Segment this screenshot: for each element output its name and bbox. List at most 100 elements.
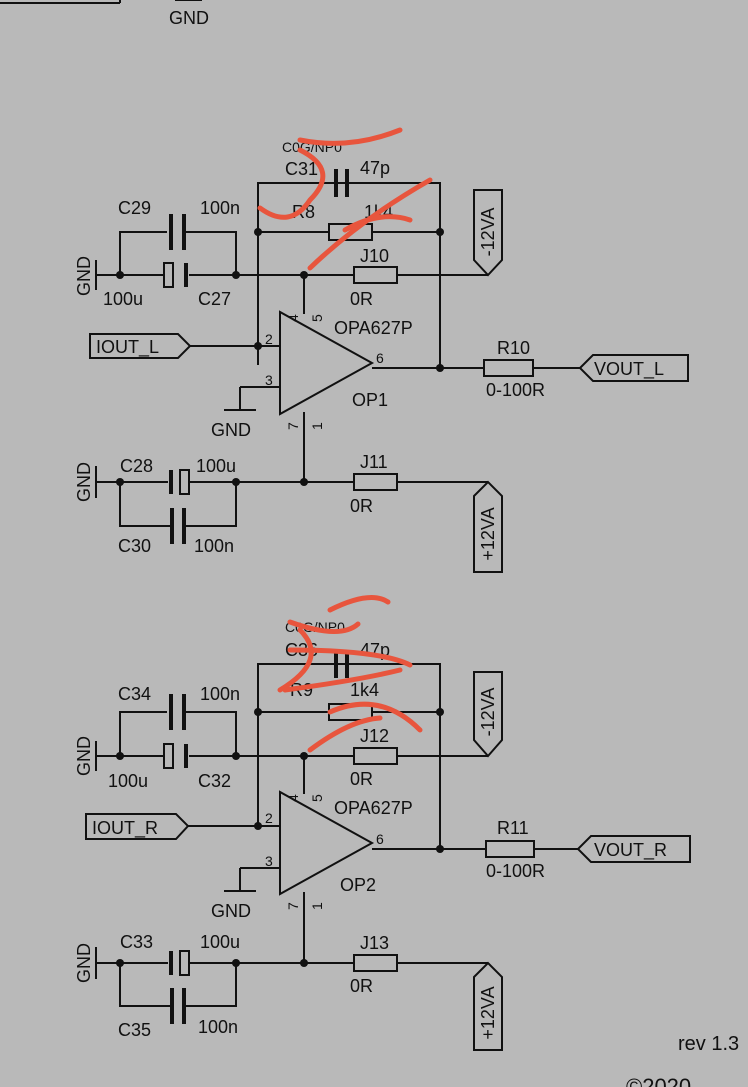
right-j-neg: J12 [360,726,389,746]
right-c-b: C32 [198,771,231,791]
right-c35-wire [119,963,237,1007]
right-c34-wire [119,711,237,756]
right-op-part: OPA627P [334,798,413,818]
right-c-d-val: 100n [198,1017,238,1037]
right-pos-rail-flag [473,961,503,1051]
right-j12 [353,747,398,765]
right-c-c-val: 100u [200,932,240,952]
left-r10 [483,359,534,377]
right-pos-rail: +12VA [478,986,498,1039]
left-c-a: C29 [118,198,151,218]
top-gnd-label: GND [169,8,209,28]
copyright-label: ©2020 [626,1074,691,1087]
left-r-out: R10 [497,338,530,358]
left-pin2: 2 [265,331,273,347]
right-in-gnd [224,867,280,892]
left-j-neg-val: 0R [350,289,373,309]
right-c-a-val: 100n [200,684,240,704]
left-pos-rail: +12VA [478,507,498,560]
left-c29-wire [119,231,237,275]
top-fragment: GND [0,0,209,28]
left-labels: C0G/NP0 C31 47p R8 1k4 C29 100n 100u C27… [74,139,664,561]
right-r-fb-val: 1k4 [350,680,379,700]
left-c-fb-val: 47p [360,158,390,178]
right-pin2: 2 [265,810,273,826]
right-c33 [179,950,190,976]
left-j-neg: J10 [360,246,389,266]
right-pin5: 5 [309,794,325,802]
right-c-d: C35 [118,1020,151,1040]
left-opamp [279,310,375,416]
left-input-port [89,333,192,359]
left-gnd-dec-2: GND [74,462,94,502]
right-output-port [576,835,691,863]
left-input: IOUT_L [96,337,159,358]
left-c30-wire [119,482,237,527]
left-c-c-val: 100u [196,456,236,476]
left-c27 [163,262,174,288]
left-op-part: OPA627P [334,318,413,338]
left-c-d: C30 [118,536,151,556]
right-c32 [163,743,174,769]
right-r11 [485,840,535,858]
left-c-fb: C31 [285,159,318,179]
left-j11 [353,473,398,491]
left-pin5: 5 [309,314,325,322]
right-r-out-val: 0-100R [486,861,545,881]
right-pin4: 4 [285,794,301,802]
right-j-pos-val: 0R [350,976,373,996]
right-op-ref: OP2 [340,875,376,895]
right-output: VOUT_R [594,840,667,861]
right-strike-marks [277,595,423,753]
right-pin3: 3 [265,853,273,869]
right-j13 [353,954,398,972]
right-input-port [85,813,190,840]
left-neg-rail: -12VA [478,208,498,257]
left-j-pos-val: 0R [350,496,373,516]
left-op-ref: OP1 [352,390,388,410]
left-c-b: C27 [198,289,231,309]
left-output-port [578,354,689,382]
right-input: IOUT_R [92,818,158,839]
left-pos-rail-flag [473,480,503,573]
left-gnd-dec: GND [74,256,94,296]
right-gnd-in: GND [211,901,251,921]
left-channel [89,169,689,573]
left-r8 [328,223,373,241]
right-neg-rail-flag [473,671,503,758]
left-j10 [353,266,398,284]
left-output: VOUT_L [594,359,664,380]
left-pin3: 3 [265,372,273,388]
right-opamp [279,790,375,896]
right-neg-rail: -12VA [478,688,498,737]
left-neg-rail-flag [473,189,503,277]
right-c-b-val: 100u [108,771,148,791]
right-pin6: 6 [376,831,384,847]
left-r-out-val: 0-100R [486,380,545,400]
right-j-pos: J13 [360,933,389,953]
right-j-neg-val: 0R [350,769,373,789]
revision-label: rev 1.3 [678,1033,739,1055]
right-r-out: R11 [497,818,529,838]
left-pin6: 6 [376,350,384,366]
right-gnd-dec: GND [74,736,94,776]
left-c-c: C28 [120,456,153,476]
left-gnd-in: GND [211,420,251,440]
right-c-a: C34 [118,684,151,704]
right-gnd-dec-2: GND [74,943,94,983]
left-pin7: 7 [285,422,301,430]
left-pin1: 1 [309,422,325,430]
left-pin4: 4 [285,314,301,322]
left-j-pos: J11 [360,452,388,472]
left-c28 [179,469,190,495]
left-in-gnd [224,386,280,411]
left-strike-marks [257,127,433,271]
left-r-fb: R8 [292,202,315,222]
right-pin1: 1 [309,902,325,910]
left-c-b-val: 100u [103,289,143,309]
right-junctions [116,708,444,967]
left-junctions [116,228,444,486]
left-c-a-val: 100n [200,198,240,218]
